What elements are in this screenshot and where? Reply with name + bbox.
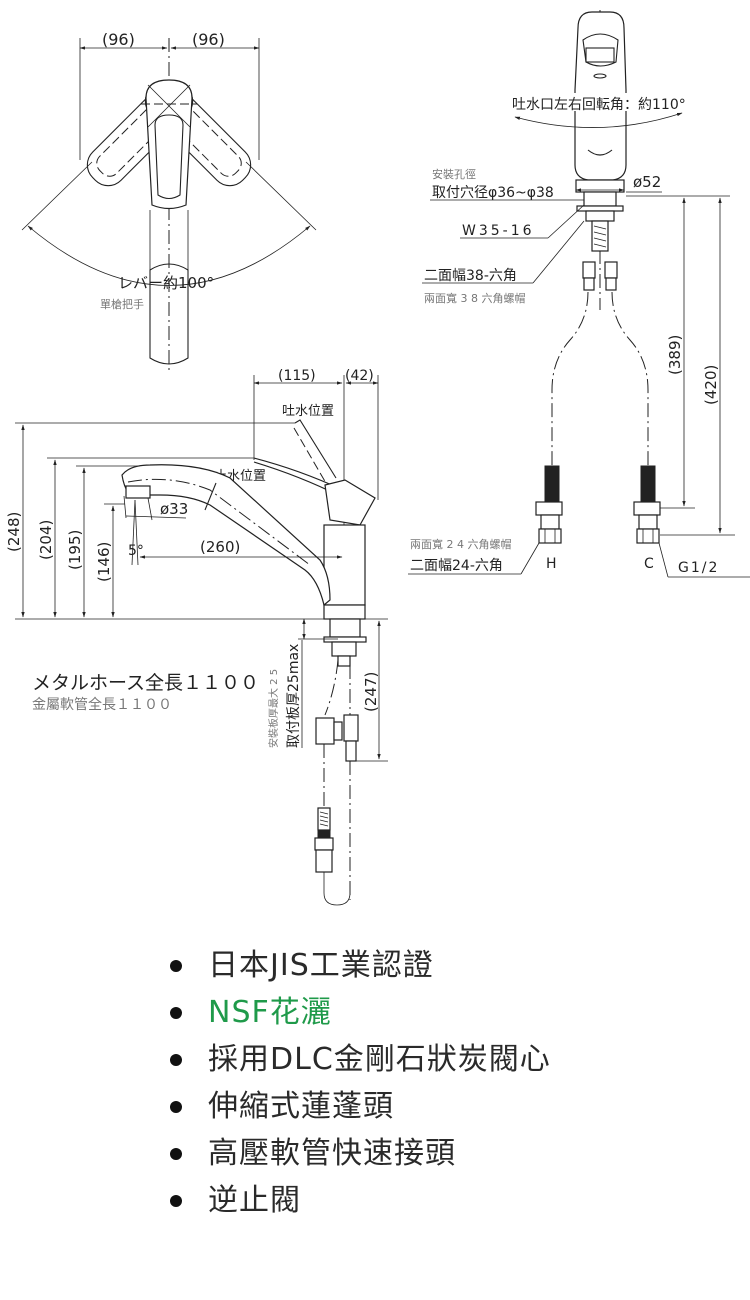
bullet-icon xyxy=(170,1007,182,1019)
feature-text: 伸縮式蓮蓬頭 xyxy=(208,1089,394,1124)
side-view: (115) (42) 吐水位置 止水位置 (248) (204) xyxy=(5,368,388,906)
hex24-caption: 兩面寬 2 4 六角螺帽 xyxy=(410,537,512,551)
bullet-icon xyxy=(170,1195,182,1207)
faucet-technical-drawing: (96) (96) レバー約100° 單槍把手 xyxy=(5,10,750,906)
cold-label: C xyxy=(644,556,654,572)
dim-389: (389) xyxy=(666,335,684,375)
feature-item: 伸縮式蓮蓬頭 xyxy=(168,1083,551,1130)
feature-text: 高壓軟管快速接頭 xyxy=(208,1136,456,1171)
hex38-label: 二面幅38-六角 xyxy=(424,268,517,284)
plate-thickness-label: 取付板厚25max xyxy=(286,644,302,748)
thread-label: W35-16 xyxy=(462,223,535,239)
hot-label: H xyxy=(546,556,557,572)
hole-diameter-label: 取付穴径φ36~φ38 xyxy=(432,185,554,201)
body-diameter-label: ø52 xyxy=(633,173,661,191)
feature-text: NSF花灑 xyxy=(208,995,332,1030)
front-view: 吐水口左右回転角：約110° 安裝孔徑 取付穴径φ36~φ38 ø52 W35-… xyxy=(408,10,750,578)
dim-195: (195) xyxy=(66,530,84,570)
feature-item: 日本JIS工業認證 xyxy=(168,942,551,989)
dim-420: (420) xyxy=(702,365,720,405)
dim-260: (260) xyxy=(200,538,240,556)
dim-204: (204) xyxy=(37,520,55,560)
spray-diameter-label: ø33 xyxy=(160,500,188,518)
dim-42: (42) xyxy=(345,368,374,384)
top-view: (96) (96) レバー約100° 單槍把手 xyxy=(21,30,317,372)
hex24-label: 二面幅24-六角 xyxy=(410,558,503,574)
dim-146: (146) xyxy=(95,542,113,582)
dim-115: (115) xyxy=(278,368,316,384)
bullet-icon xyxy=(170,1054,182,1066)
bullet-icon xyxy=(170,960,182,972)
spout-rotation-label: 吐水口左右回転角：約110° xyxy=(512,97,686,113)
top-dim-right: (96) xyxy=(192,30,225,49)
plate-thickness-caption: 安裝板厚最大 2 5 xyxy=(267,669,280,748)
feature-text: 逆止閥 xyxy=(208,1183,301,1218)
feature-item: 逆止閥 xyxy=(168,1177,551,1224)
feature-item: 高壓軟管快速接頭 xyxy=(168,1130,551,1177)
feature-text: 日本JIS工業認證 xyxy=(208,948,434,983)
open-position-label: 吐水位置 xyxy=(282,404,334,419)
bullet-icon xyxy=(170,1101,182,1113)
feature-list: 日本JIS工業認證 NSF花灑 採用DLC金剛石狀炭閥心 伸縮式蓮蓬頭 高壓軟管… xyxy=(168,942,551,1224)
lever-caption: 單槍把手 xyxy=(100,297,144,311)
lever-angle-label: レバー約100° xyxy=(118,274,214,292)
dim-247: (247) xyxy=(362,672,380,712)
bullet-icon xyxy=(170,1148,182,1160)
spray-angle-label: 5° xyxy=(128,543,144,559)
hole-caption: 安裝孔徑 xyxy=(432,167,476,181)
hose-length-caption: 金屬軟管全長１１００ xyxy=(32,696,172,713)
feature-text: 採用DLC金剛石狀炭閥心 xyxy=(208,1042,551,1077)
hex38-caption: 兩面寬 3 8 六角螺帽 xyxy=(424,291,526,305)
top-dim-left: (96) xyxy=(102,30,135,49)
thread-g-label: G1/2 xyxy=(678,560,719,576)
hose-length-label: メタルホース全長１１００ xyxy=(32,672,259,694)
feature-item: 採用DLC金剛石狀炭閥心 xyxy=(168,1036,551,1083)
feature-item: NSF花灑 xyxy=(168,989,551,1036)
dim-248: (248) xyxy=(5,512,23,552)
